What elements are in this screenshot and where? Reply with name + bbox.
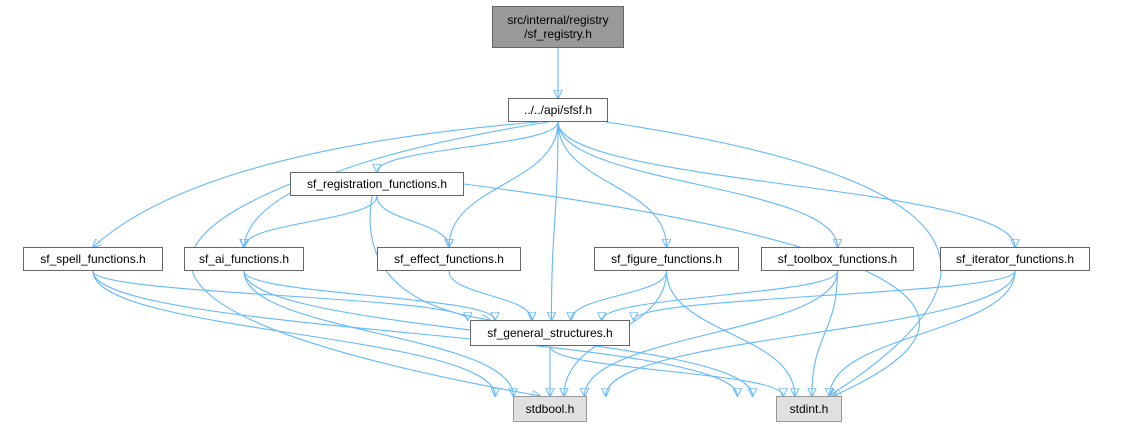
node-sfsf-h[interactable]: ../../api/sfsf.h [508,98,608,122]
edge-sfsf-to-stdint [605,121,942,396]
node-stdint-h[interactable]: stdint.h [776,396,842,422]
node-sf-ai-functions-h[interactable]: sf_ai_functions.h [184,247,304,271]
node-sf-registration-functions-h[interactable]: sf_registration_functions.h [290,172,464,196]
node-sf-registry-h[interactable]: src/internal/registry /sf_registry.h [492,6,624,48]
node-sf-figure-functions-h[interactable]: sf_figure_functions.h [594,247,739,271]
edge-sfsf-to-sf-general-structures [551,121,559,320]
edge-sf-spell-functions-to-sf-general-structures [92,270,468,320]
edge-sfsf-to-sf-effect-functions [449,121,559,247]
edge-sf-registration-functions-to-sf-effect-functions [376,195,449,247]
edge-sfsf-to-sf-registration-functions [377,121,559,172]
edge-sfsf-to-sf-iterator-functions [557,121,1015,247]
node-stdbool-h[interactable]: stdbool.h [513,396,587,422]
edge-sf-ai-functions-to-sf-general-structures [243,270,495,320]
node-sf-general-structures-h[interactable]: sf_general_structures.h [470,320,630,346]
edge-sf-toolbox-functions-to-stdint [812,270,839,396]
edge-sf-registration-functions-to-sf-ai-functions [244,195,378,247]
edge-sf-spell-functions-to-stdint [92,270,737,396]
edge-sf-iterator-functions-to-sf-general-structures [634,270,1016,320]
edge-sf-ai-functions-to-stdbool [243,270,513,396]
node-sf-iterator-functions-h[interactable]: sf_iterator_functions.h [940,247,1090,271]
edge-sf-spell-functions-to-stdbool [92,270,495,396]
edge-sfsf-to-sf-toolbox-functions [557,121,838,247]
edge-sf-iterator-functions-to-stdbool [606,270,1016,396]
node-sf-effect-functions-h[interactable]: sf_effect_functions.h [377,247,521,271]
edge-sf-figure-functions-to-stdint [665,270,795,396]
edge-sf-general-structures-to-stdint [549,345,783,396]
edge-sfsf-to-sf-figure-functions [557,121,667,247]
edge-sf-toolbox-functions-to-stdbool [585,270,839,396]
edge-sfsf-to-sf-spell-functions [93,121,539,247]
node-sf-toolbox-functions-h[interactable]: sf_toolbox_functions.h [761,247,914,271]
edge-sf-registration-functions-to-stdbool [190,183,540,396]
edge-sf-effect-functions-to-sf-general-structures [448,270,532,320]
edge-sf-toolbox-functions-to-sf-general-structures [602,270,839,320]
edge-sf-figure-functions-to-sf-general-structures [571,270,668,320]
edge-sf-iterator-functions-to-stdint [830,270,1016,396]
node-sf-spell-functions-h[interactable]: sf_spell_functions.h [23,247,163,271]
edge-sf-registration-functions-to-stdint [463,183,921,396]
